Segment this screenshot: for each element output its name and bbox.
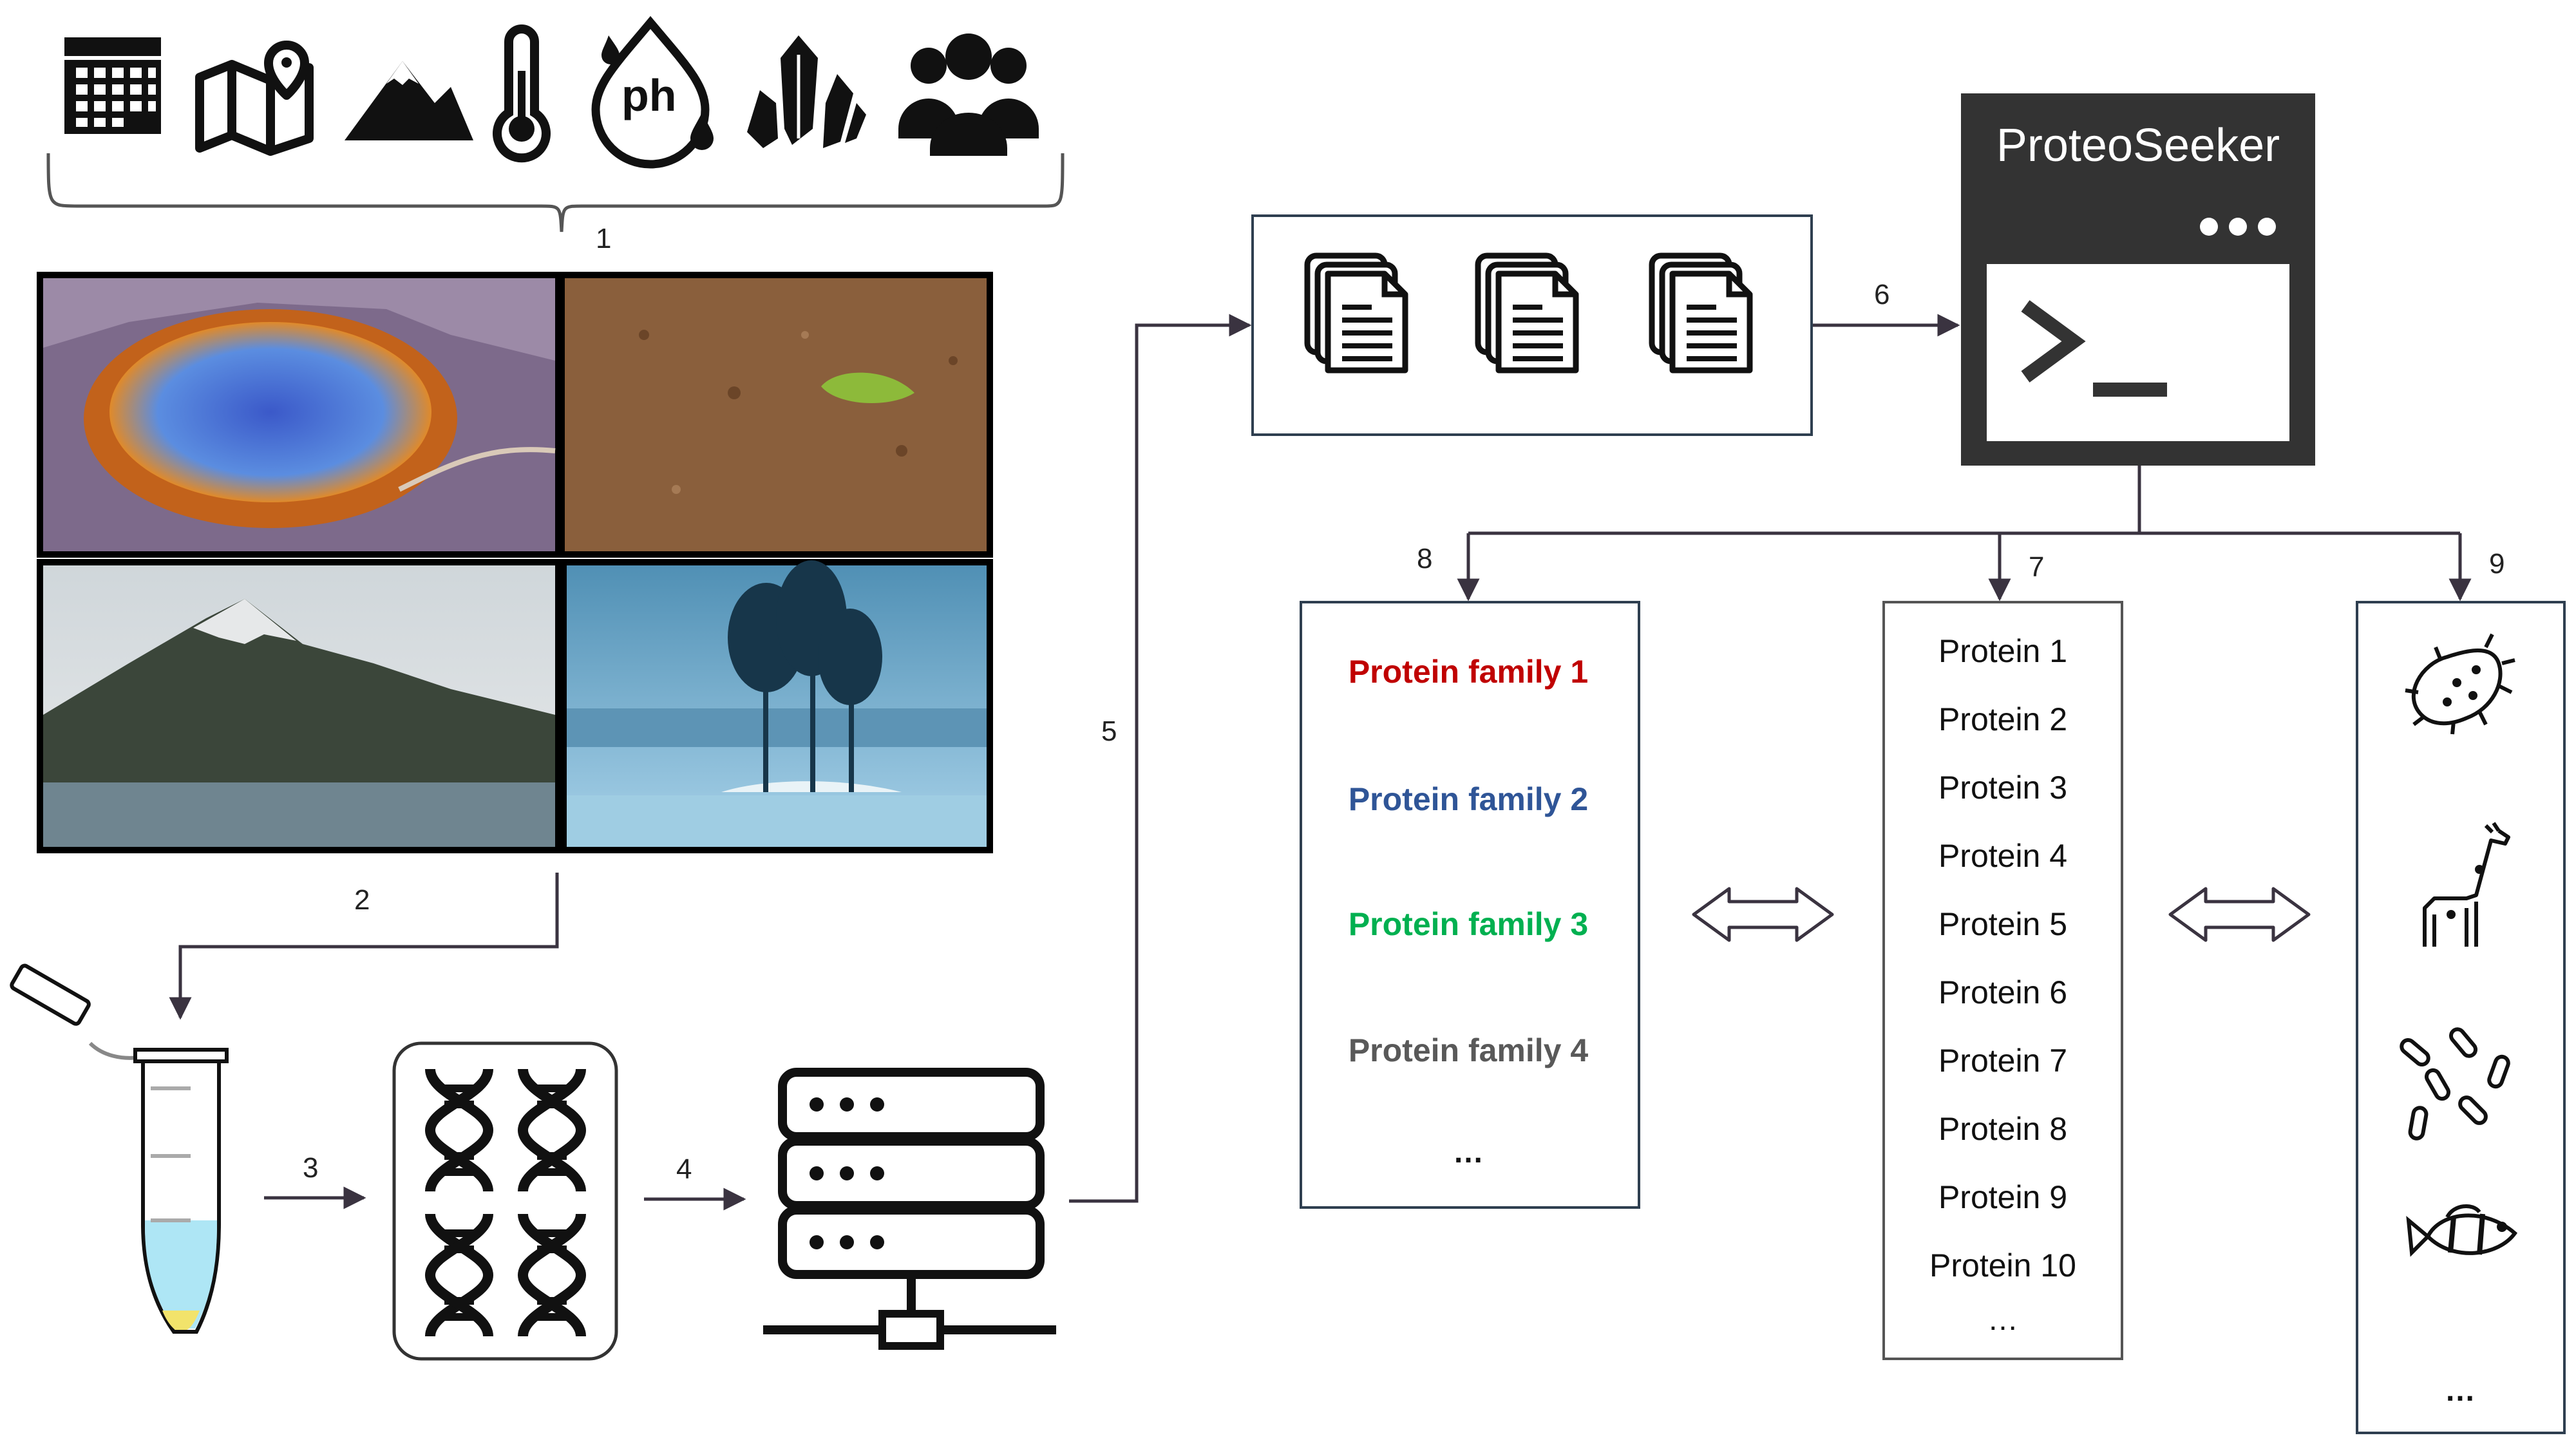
- clownfish-icon: [2406, 1204, 2518, 1257]
- microbes-icon: [2400, 1027, 2510, 1141]
- crystal-icon: [747, 35, 866, 148]
- protein-family-item: Protein family 3: [1349, 906, 1588, 942]
- protein-item: Protein 7: [1938, 1043, 2067, 1079]
- document-stack-icon: [1478, 256, 1576, 370]
- protein-item: Protein 5: [1938, 906, 2067, 942]
- bidirectional-arrow-right: [2168, 887, 2311, 942]
- more-proteins-ellipsis: …: [1987, 1303, 2018, 1337]
- bidirectional-arrow-left: [1692, 887, 1834, 942]
- document-stack-icon: [1652, 256, 1750, 370]
- terminal-pane: [1987, 264, 2289, 441]
- dna-sequences-box: [392, 1041, 618, 1361]
- protein-families-box: Protein family 1 Protein family 2 Protei…: [1300, 601, 1640, 1209]
- sequence-files-box: [1251, 214, 1813, 436]
- mountain-icon: [345, 61, 473, 140]
- map-icon: [195, 41, 314, 156]
- protein-family-item: Protein family 4: [1349, 1032, 1589, 1068]
- frozen-forest-photo: [560, 559, 993, 853]
- thermometer-icon: [493, 24, 551, 163]
- step-label-1: 1: [596, 223, 611, 254]
- protein-item: Protein 1: [1938, 633, 2067, 669]
- protein-family-item: Protein family 1: [1349, 654, 1588, 690]
- giraffe-icon: [2423, 822, 2510, 947]
- more-families-ellipsis: …: [1453, 1135, 1484, 1170]
- app-title: ProteoSeeker: [1996, 120, 2280, 171]
- output-branches: [1457, 466, 2472, 601]
- svg-text:ph: ph: [621, 70, 677, 120]
- arrow-step-2: [169, 873, 559, 1020]
- protein-item: Protein 8: [1938, 1111, 2067, 1147]
- protein-item: Protein 3: [1938, 770, 2067, 806]
- mountain-lake-photo: [37, 559, 562, 853]
- step-label-9: 9: [2489, 548, 2505, 580]
- bacterium-icon: [2405, 633, 2515, 735]
- organisms-box: …: [2356, 601, 2566, 1434]
- soil-photo: [558, 272, 993, 558]
- geothermal-spring-photo: [37, 272, 562, 558]
- arrow-step-5: [1069, 314, 1252, 1203]
- protein-family-item: Protein family 2: [1349, 781, 1588, 817]
- protein-item: Protein 4: [1938, 838, 2067, 874]
- protein-item: Protein 10: [1929, 1247, 2076, 1283]
- document-stack-icon: [1307, 256, 1405, 370]
- protein-item: Protein 9: [1938, 1179, 2067, 1215]
- step-label-5: 5: [1101, 715, 1117, 747]
- ph-drop-icon: ph: [591, 15, 714, 169]
- step-label-2: 2: [354, 884, 370, 916]
- brace: [46, 153, 1065, 232]
- protein-item: Protein 2: [1938, 701, 2067, 737]
- step-label-7: 7: [2029, 551, 2044, 583]
- step-label-6: 6: [1874, 279, 1889, 310]
- proteins-box: Protein 1 Protein 2 Protein 3 Protein 4 …: [1882, 601, 2123, 1360]
- calendar-icon: [64, 37, 161, 134]
- step-label-8: 8: [1417, 543, 1432, 574]
- step-label-3: 3: [303, 1152, 318, 1184]
- step-label-4: 4: [676, 1153, 692, 1185]
- more-organisms-ellipsis: …: [2445, 1374, 2476, 1408]
- proteoseeker-window: ProteoSeeker: [1961, 93, 2315, 466]
- database-server-icon: [763, 1068, 1056, 1350]
- people-icon: [898, 33, 1039, 156]
- sample-tube-icon: [10, 963, 229, 1334]
- menu-dots-icon: [2200, 218, 2276, 236]
- terminal-prompt-icon: [2021, 300, 2167, 397]
- protein-item: Protein 6: [1938, 974, 2067, 1010]
